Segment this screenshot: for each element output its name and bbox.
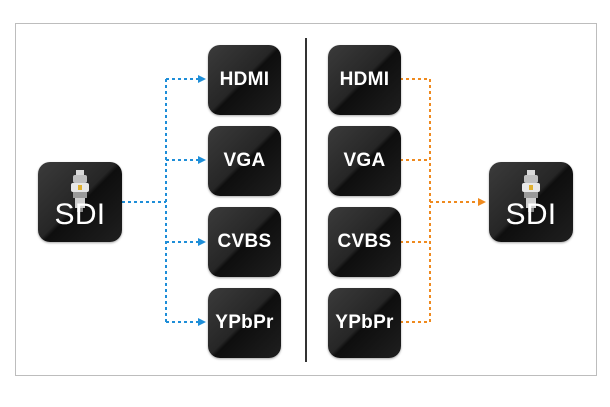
- input-label-hdmi: HDMI: [339, 69, 390, 90]
- bnc-connector-icon: [522, 170, 540, 212]
- input-tile-hdmi: HDMI: [328, 45, 401, 115]
- output-tile-hdmi: HDMI: [208, 45, 281, 115]
- output-tile-ypbpr: YPbPr: [208, 288, 281, 358]
- output-label-vga: VGA: [223, 150, 266, 171]
- input-tile-vga: VGA: [328, 126, 401, 196]
- sdi-source-tile: SDI: [38, 162, 122, 242]
- output-tile-cvbs: CVBS: [208, 207, 281, 277]
- input-label-cvbs: CVBS: [337, 231, 392, 252]
- input-tile-ypbpr: YPbPr: [328, 288, 401, 358]
- sdi-target-tile: SDI: [489, 162, 573, 242]
- input-label-ypbpr: YPbPr: [335, 312, 394, 333]
- output-label-cvbs: CVBS: [217, 231, 272, 252]
- output-label-ypbpr: YPbPr: [215, 312, 274, 333]
- output-label-hdmi: HDMI: [219, 69, 270, 90]
- sdi-source-label: SDI: [54, 198, 106, 231]
- input-label-vga: VGA: [343, 150, 386, 171]
- sdi-target-label: SDI: [505, 198, 557, 231]
- input-tile-cvbs: CVBS: [328, 207, 401, 277]
- bnc-connector-icon: [71, 170, 89, 212]
- output-tile-vga: VGA: [208, 126, 281, 196]
